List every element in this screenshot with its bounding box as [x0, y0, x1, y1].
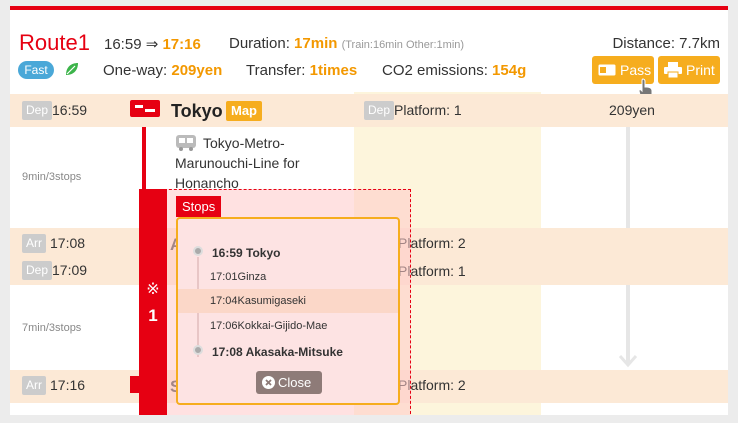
duration-label: Duration:	[229, 35, 290, 52]
print-label: Print	[686, 62, 715, 78]
arrow-icon: ⇒	[145, 36, 159, 53]
pass-button[interactable]: Pass	[592, 56, 654, 84]
map-button[interactable]: Map	[226, 101, 262, 121]
line-name-3[interactable]: Honancho	[175, 175, 239, 191]
stop-item-0: 16:59 Tokyo	[212, 246, 281, 260]
row1-fare: 209yen	[609, 102, 655, 118]
duration: Duration: 17min (Train:16min Other:1min)	[229, 35, 464, 52]
stops-tag: Stops	[176, 196, 222, 217]
stops-popup: 16:59 Tokyo 17:01Ginza 17:04Kasumigaseki…	[176, 217, 400, 405]
arrival-time: 17:16	[162, 36, 201, 53]
fast-badge: Fast	[18, 61, 54, 79]
stop-item-2: 17:04Kasumigaseki	[210, 295, 307, 307]
stop-highlight	[178, 289, 398, 313]
row2-arr-time: 17:08	[50, 235, 86, 251]
row1-time: 16:59	[52, 102, 88, 118]
co2-label: CO2 emissions:	[382, 62, 488, 79]
row1-platform: Platform: 1	[394, 102, 462, 118]
stop-item-3: 17:06Kokkai-Gijido-Mae	[210, 320, 328, 332]
train-icon	[130, 100, 160, 117]
distance: Distance: 7.7km	[612, 35, 720, 52]
one-way-label: One-way:	[103, 62, 168, 79]
stop-dot-start	[193, 246, 203, 256]
line-name-1[interactable]: Tokyo-Metro-	[203, 135, 285, 151]
eco-leaf-icon	[64, 61, 80, 77]
pass-label: Pass	[620, 62, 652, 78]
stops-side-bar: ※ 1	[139, 189, 167, 415]
arr-badge-3: Arr	[22, 376, 46, 395]
close-button[interactable]: Close	[256, 371, 322, 394]
dep-badge: Dep	[22, 101, 53, 120]
stop-item-1: 17:01Ginza	[210, 271, 267, 283]
co2-value: 154g	[492, 62, 527, 79]
row2-dep-time: 17:09	[52, 262, 88, 278]
one-way-value: 209yen	[171, 62, 223, 79]
note-number: 1	[148, 306, 158, 325]
segment2-duration: 7min/3stops	[22, 322, 82, 334]
subway-icon	[175, 134, 199, 152]
stop-item-4: 17:08 Akasaka-Mitsuke	[212, 345, 343, 359]
duration-detail: (Train:16min Other:1min)	[341, 39, 465, 51]
fare-range-arrow-icon	[618, 355, 638, 368]
transfers: Transfer: 1times	[246, 62, 357, 79]
row2-arr-platform: Platform: 2	[398, 235, 466, 251]
station-tokyo[interactable]: Tokyo	[171, 101, 223, 121]
duration-value: 17min	[294, 35, 338, 52]
row3-arr-time: 17:16	[50, 377, 86, 393]
route-line	[142, 127, 146, 189]
dep-badge-2: Dep	[22, 261, 53, 280]
stop-dot-end	[193, 345, 203, 355]
route-title: Route1	[19, 30, 90, 55]
transfer-value: 1times	[309, 62, 358, 79]
printer-icon	[664, 62, 682, 78]
pass-card-icon	[598, 64, 616, 76]
print-button[interactable]: Print	[658, 56, 720, 84]
close-icon	[262, 376, 275, 389]
note-symbol: ※	[146, 281, 160, 298]
row2-dep-platform: Platform: 1	[398, 263, 466, 279]
transfer-label: Transfer:	[246, 62, 306, 79]
segment1-duration: 9min/3stops	[22, 171, 82, 183]
one-way-fare: One-way: 209yen	[103, 62, 222, 79]
row3-platform: Platform: 2	[398, 377, 466, 393]
dep-badge-platform: Dep	[364, 101, 395, 120]
line-name-2[interactable]: Marunouchi-Line for	[175, 155, 300, 171]
close-label: Close	[278, 375, 312, 390]
time-range: 16:59 ⇒ 17:16	[104, 35, 201, 53]
arr-badge: Arr	[22, 234, 46, 253]
route-card: Route1 16:59 ⇒ 17:16 Duration: 17min (Tr…	[10, 6, 728, 415]
departure-time: 16:59	[104, 36, 142, 53]
co2-emissions: CO2 emissions: 154g	[382, 62, 526, 79]
